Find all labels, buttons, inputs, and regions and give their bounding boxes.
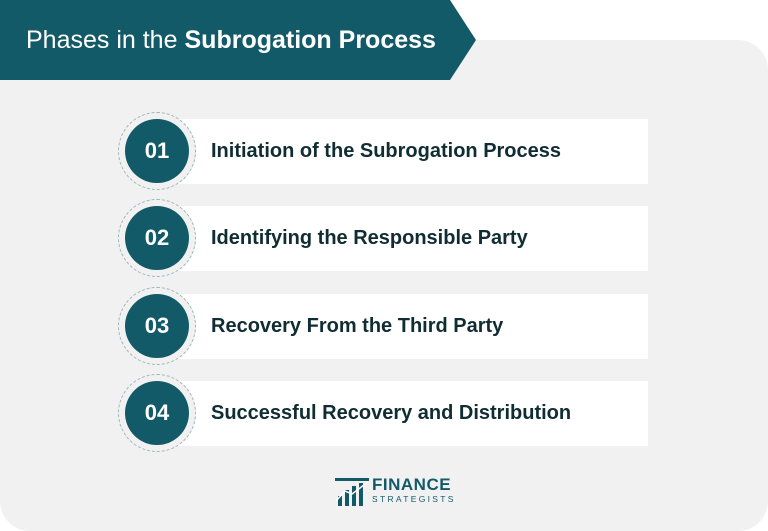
step-label-4: Successful Recovery and Distribution	[211, 402, 572, 424]
step-bar-1: Initiation of the Subrogation Process	[158, 119, 648, 184]
step-bar-2: Identifying the Responsible Party	[158, 206, 648, 271]
step-bar-3: Recovery From the Third Party	[158, 294, 648, 359]
step-number-1: 01	[144, 138, 170, 163]
step-label-2: Identifying the Responsible Party	[211, 227, 528, 249]
step-number-2: 02	[144, 225, 170, 250]
step-badge-3: 03	[118, 287, 196, 365]
title-regular: Phases in the	[26, 25, 178, 54]
step-label-3: Recovery From the Third Party	[211, 315, 504, 337]
logo-line-1: FINANCE	[372, 475, 452, 495]
step-badge-1: 01	[118, 112, 196, 190]
step-label-1: Initiation of the Subrogation Process	[211, 140, 562, 162]
title-bold: Subrogation Process	[184, 25, 436, 54]
bar-chart-logo-icon	[335, 478, 369, 506]
step-number-4: 04	[144, 400, 170, 425]
step-badge-4: 04	[118, 374, 196, 452]
step-bar-4: Successful Recovery and Distribution	[158, 381, 648, 446]
finance-strategists-logo: FINANCE STRATEGISTS	[335, 473, 456, 507]
title-banner: Phases in the Subrogation Process	[0, 0, 476, 80]
logo-line-2: STRATEGISTS	[372, 494, 456, 505]
step-badge-2: 02	[118, 199, 196, 277]
step-number-3: 03	[144, 313, 170, 338]
